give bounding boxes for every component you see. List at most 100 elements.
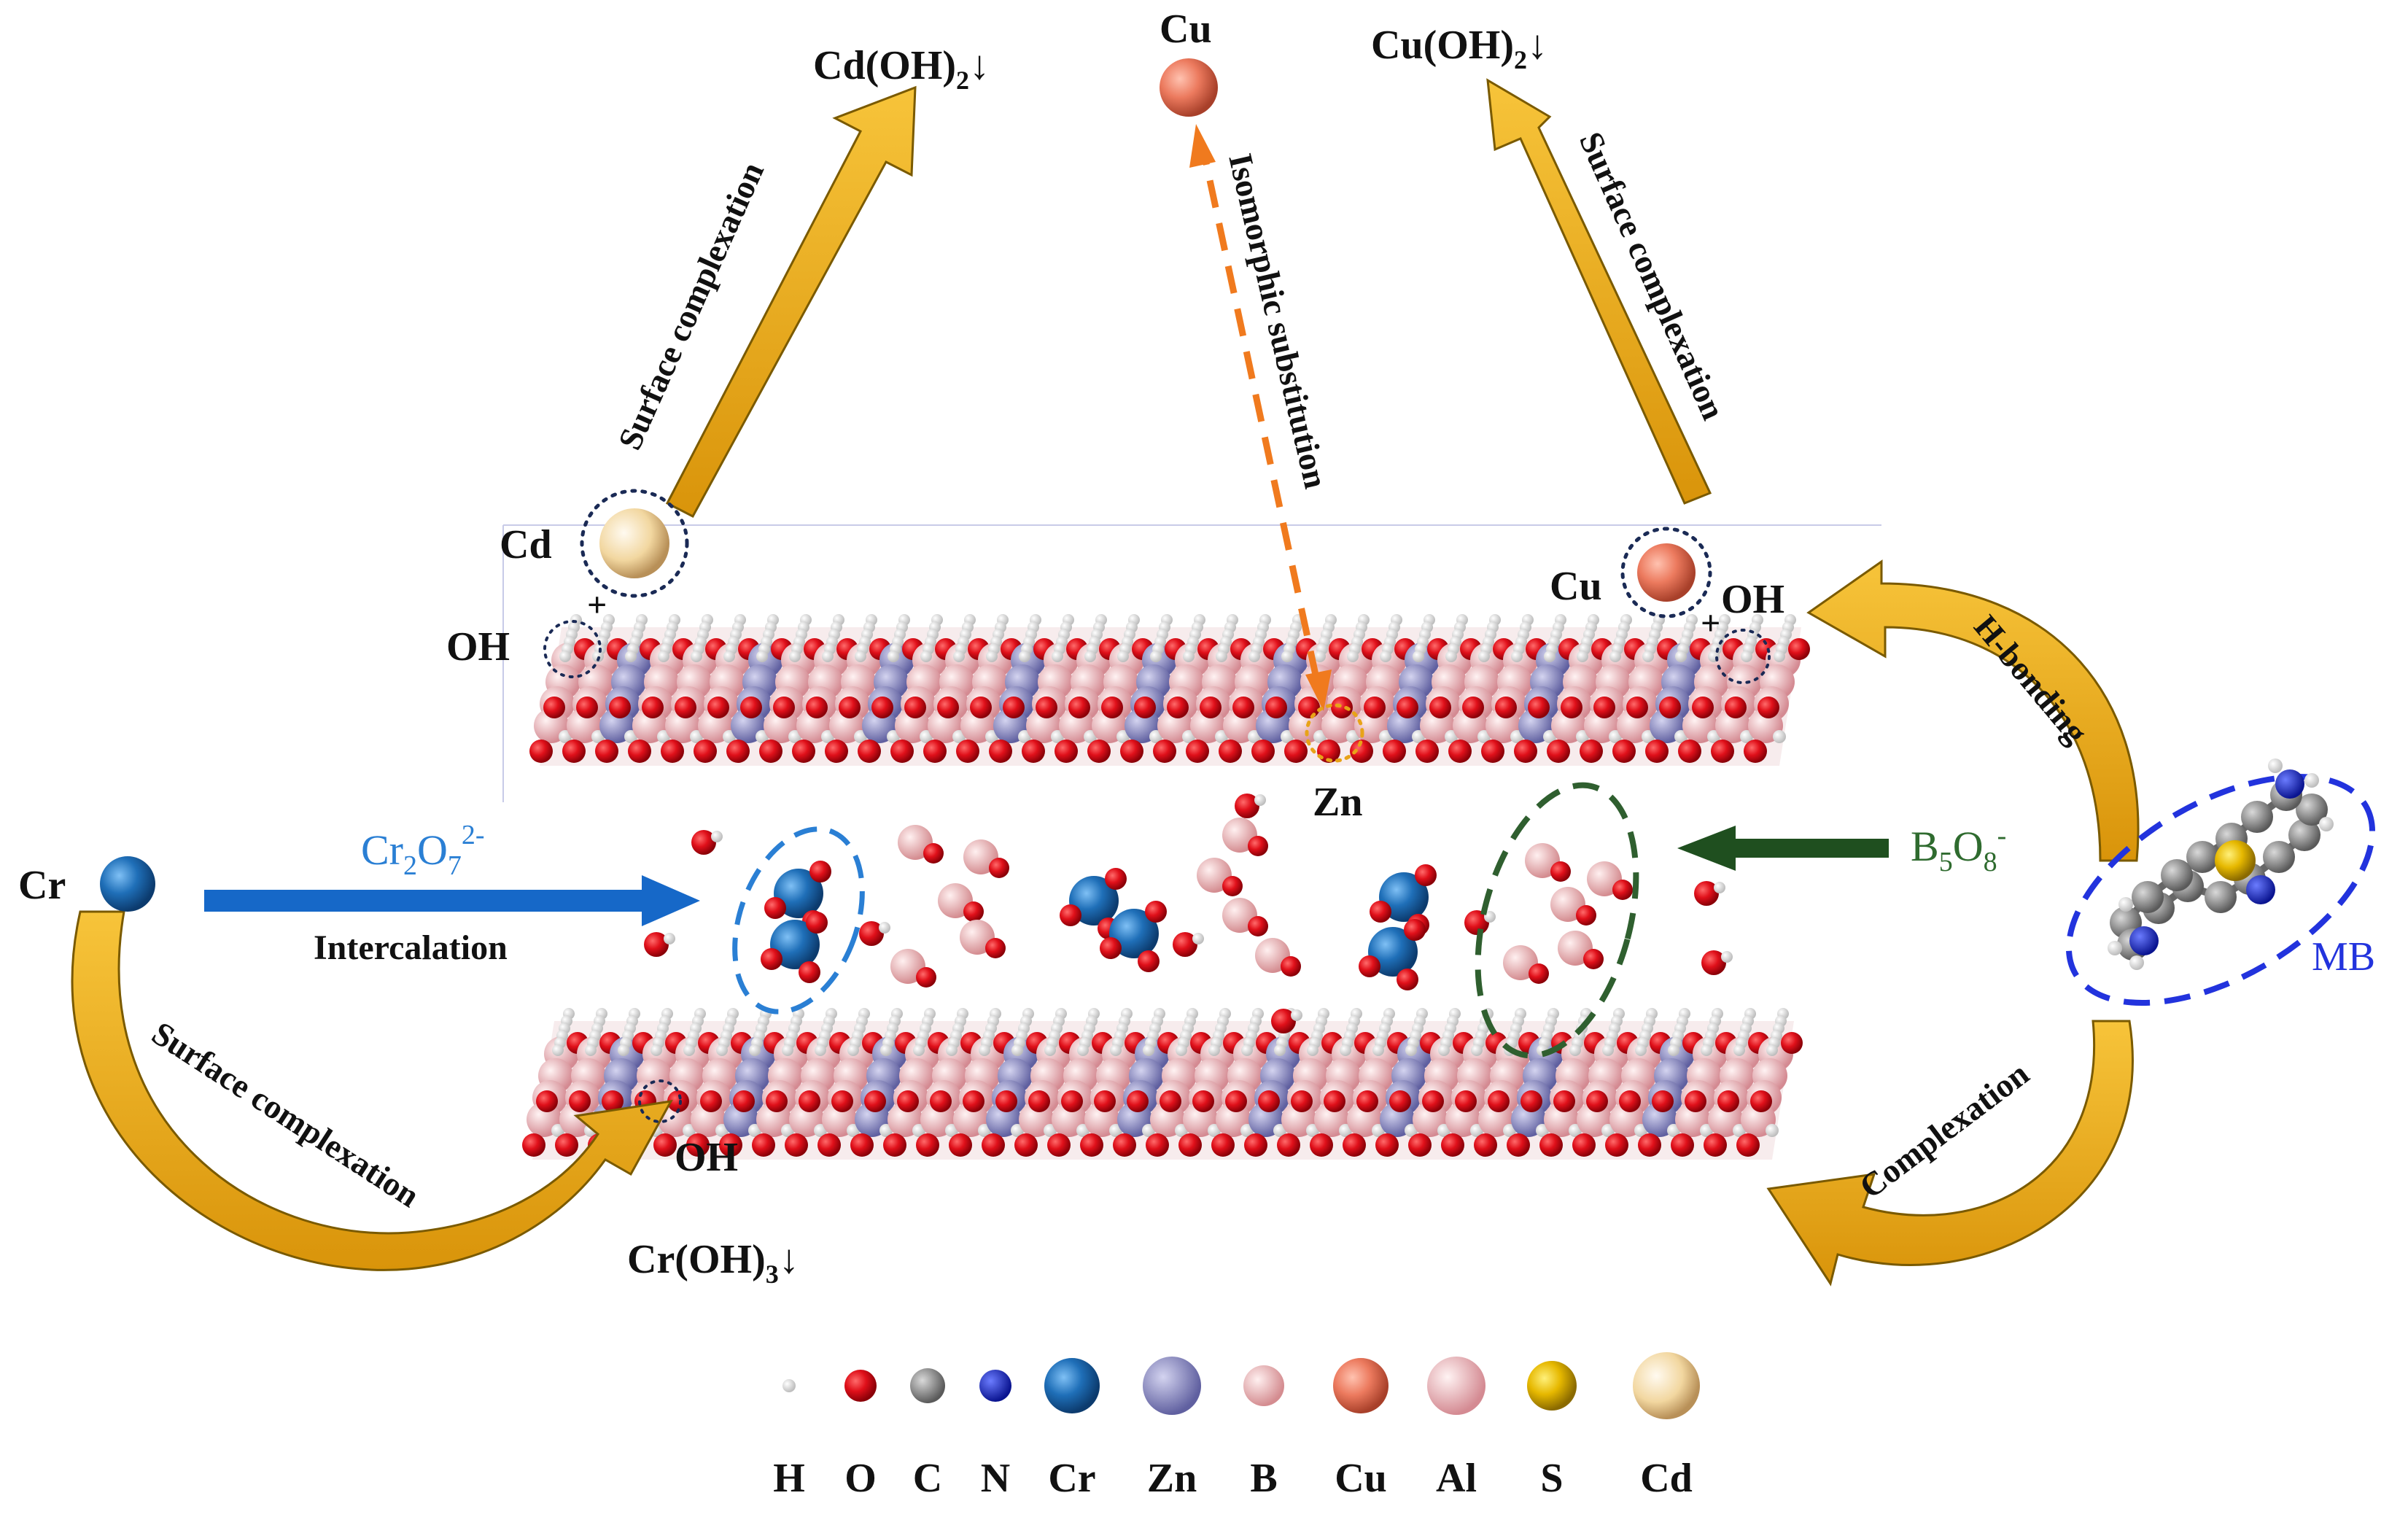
o-atom xyxy=(1310,1133,1333,1157)
o-atom xyxy=(785,1133,808,1157)
legend-swatch-o xyxy=(844,1370,877,1402)
o-atom xyxy=(667,1090,689,1112)
legend-swatch-cr xyxy=(1044,1358,1100,1413)
legend-label-o: O xyxy=(844,1456,877,1501)
h-atom xyxy=(1741,651,1752,662)
legend-label-zn: Zn xyxy=(1147,1456,1197,1501)
o-atom xyxy=(1626,697,1648,718)
o-atom xyxy=(1415,740,1439,763)
n-atom xyxy=(2246,875,2275,904)
h-atom xyxy=(2108,941,2122,955)
o-atom xyxy=(543,697,565,718)
n-atom xyxy=(2129,926,2159,955)
o-atom xyxy=(1507,1133,1530,1157)
o-atom xyxy=(1113,1133,1136,1157)
h-atom xyxy=(880,1044,892,1056)
o-atom xyxy=(871,697,893,718)
o-atom xyxy=(1462,697,1484,718)
o-atom xyxy=(1572,1133,1596,1157)
o-atom xyxy=(1153,740,1176,763)
o-atom xyxy=(806,912,828,934)
o-atom xyxy=(719,1133,742,1157)
o-atom xyxy=(1192,1090,1214,1112)
o-atom xyxy=(1488,1090,1510,1112)
o-atom xyxy=(1717,1090,1739,1112)
legend-item-b: B xyxy=(1243,1365,1284,1501)
o-atom xyxy=(1561,697,1582,718)
h-atom xyxy=(1150,651,1162,662)
legend-swatch-cu xyxy=(1333,1358,1389,1413)
o-atom xyxy=(1645,740,1669,763)
h-atom xyxy=(1084,651,1096,662)
o-atom xyxy=(1529,963,1549,984)
legend-label-cd: Cd xyxy=(1640,1456,1693,1501)
cr-oh3-label: Cr(OH)3↓ xyxy=(627,1237,799,1289)
o-atom xyxy=(694,740,717,763)
o-atom xyxy=(1520,1090,1542,1112)
o-atom xyxy=(1619,1090,1641,1112)
oh-site-right xyxy=(1715,629,1771,684)
h-atom xyxy=(1380,651,1391,662)
o-atom xyxy=(1550,861,1571,882)
h-atom xyxy=(1438,1044,1450,1056)
legend-swatch-b xyxy=(1243,1365,1284,1406)
h-atom xyxy=(711,831,723,842)
o-atom xyxy=(1612,740,1636,763)
h-atom xyxy=(1511,651,1523,662)
methylene-blue-molecule xyxy=(2108,758,2334,970)
legend-swatch-c xyxy=(910,1368,945,1403)
o-atom xyxy=(949,1133,972,1157)
h-atom xyxy=(822,651,834,662)
o-atom xyxy=(562,740,586,763)
oh-site-bottom xyxy=(638,1079,682,1123)
o-atom xyxy=(766,1090,788,1112)
h-atom xyxy=(1340,1044,1351,1056)
o-atom xyxy=(1359,955,1380,977)
legend-label-c: C xyxy=(913,1456,942,1501)
h-atom xyxy=(1077,1044,1089,1056)
o-atom xyxy=(1692,697,1714,718)
o-atom xyxy=(1331,697,1353,718)
borate-arrow xyxy=(1677,826,1889,871)
h-atom xyxy=(1675,651,1687,662)
borate-label: B5O8- xyxy=(1911,820,2006,877)
o-atom xyxy=(883,1133,906,1157)
cu-oh2-label: Cu(OH)2↓ xyxy=(1371,23,1547,74)
o-atom xyxy=(1481,740,1504,763)
legend-item-c: C xyxy=(910,1368,945,1501)
o-atom xyxy=(956,740,979,763)
h-atom xyxy=(2129,955,2144,970)
o-atom xyxy=(1704,1133,1727,1157)
h-atom xyxy=(946,1044,958,1056)
legend-item-h: H xyxy=(773,1379,805,1501)
surface-complexation-arrow-cd xyxy=(665,85,917,519)
o-atom xyxy=(1248,916,1268,936)
h-atom xyxy=(1701,1044,1712,1056)
o-atom xyxy=(661,740,684,763)
o-atom xyxy=(1235,794,1259,818)
o-atom xyxy=(536,1090,558,1112)
o-atom xyxy=(1671,1133,1694,1157)
svg-text:B5O8-: B5O8- xyxy=(1911,820,2006,877)
o-atom xyxy=(1146,1133,1169,1157)
o-atom xyxy=(1397,969,1418,990)
o-atom xyxy=(1120,740,1143,763)
o-atom xyxy=(985,938,1006,958)
h-atom xyxy=(953,651,965,662)
o-atom xyxy=(1539,1133,1563,1157)
o-atom xyxy=(1389,1090,1411,1112)
h-atom xyxy=(1274,1044,1286,1056)
mb-highlight xyxy=(2065,774,2376,1006)
h-atom xyxy=(847,1044,859,1056)
h-atom xyxy=(1372,1044,1384,1056)
o-atom xyxy=(799,961,820,983)
o-atom xyxy=(1464,910,1489,935)
h-atom xyxy=(1766,1044,1778,1056)
o-atom xyxy=(806,697,828,718)
h-atom xyxy=(2268,758,2283,773)
h-atom xyxy=(1019,651,1030,662)
o-atom xyxy=(1356,1090,1378,1112)
o-atom xyxy=(1725,697,1747,718)
c-atom xyxy=(2288,819,2320,851)
